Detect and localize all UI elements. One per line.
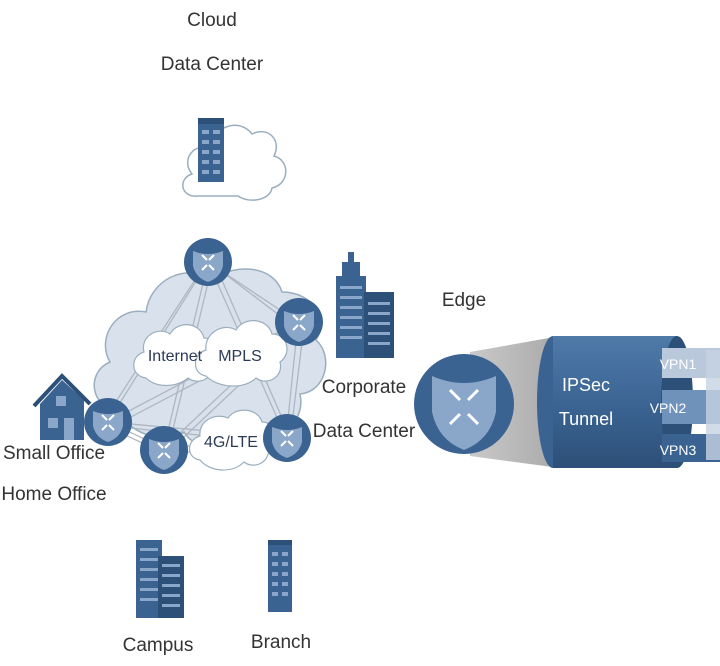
tunnel-label-line1: IPSec [562, 375, 610, 395]
internet-label: Internet [148, 348, 203, 365]
campus-building-icon [136, 540, 184, 618]
mpls-label: MPLS [218, 348, 262, 365]
home-office-icon [32, 373, 92, 440]
edge-router-icon [414, 354, 514, 454]
ipsec-tunnel [537, 336, 720, 468]
cloud-server-icon [198, 118, 224, 182]
lte-label: 4G/LTE [204, 434, 258, 451]
mpls-cloud [194, 320, 288, 387]
router-campus-icon [139, 425, 189, 475]
cloud-datacenter-label-line2: Data Center [161, 54, 264, 75]
cloud-datacenter-label-line1: Cloud [187, 10, 237, 31]
corporate-label-line2: Data Center [313, 421, 416, 442]
corporate-building-icon [336, 252, 394, 358]
edge-label: Edge [442, 290, 486, 311]
corporate-label-line1: Corporate [322, 377, 407, 398]
branch-label: Branch [251, 632, 311, 653]
router-branch-icon [262, 413, 312, 463]
router-cloud-icon [183, 237, 233, 287]
tunnel-label-line2: Tunnel [559, 409, 613, 429]
small-office-label-line1: Small Office [3, 443, 105, 464]
branch-building-icon [268, 540, 292, 612]
router-corporate-icon [274, 297, 324, 347]
campus-label: Campus [123, 635, 194, 656]
lte-cloud [188, 409, 276, 471]
small-office-label-line2: Home Office [1, 484, 106, 505]
vpn3-label: VPN3 [660, 442, 697, 458]
vpn2-label: VPN2 [650, 400, 687, 416]
vpn1-label: VPN1 [660, 356, 697, 372]
router-small-office-icon [83, 397, 133, 447]
